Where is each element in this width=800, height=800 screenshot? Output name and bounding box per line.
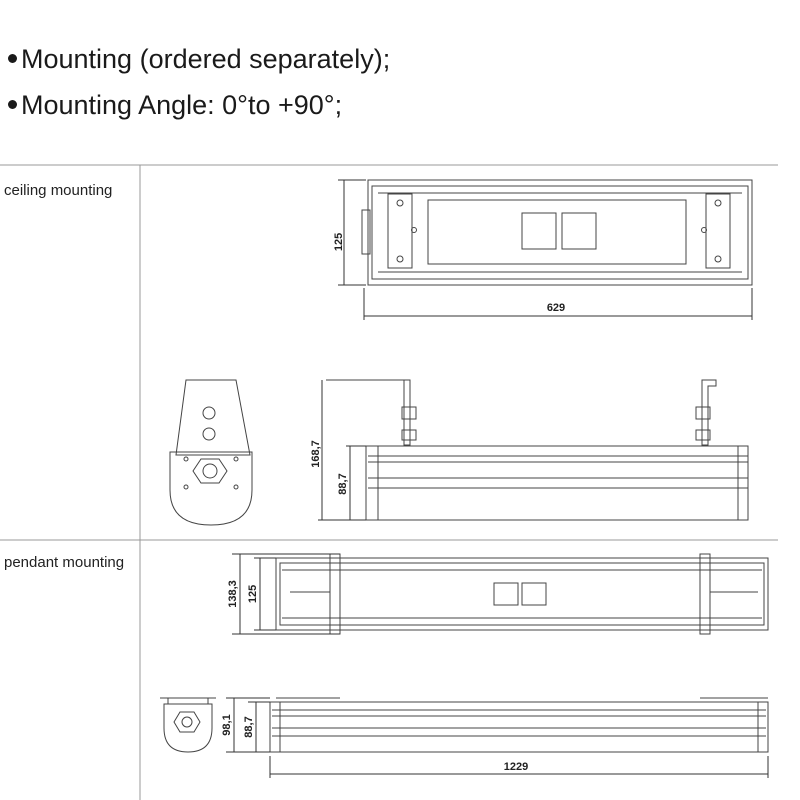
feature-text: Mounting (ordered separately); bbox=[21, 44, 391, 74]
dimension-label: 125 bbox=[333, 233, 345, 251]
dimension-label: 629 bbox=[547, 302, 565, 314]
pendant-top-dimensions bbox=[232, 553, 340, 635]
pendant-side-view bbox=[269, 697, 769, 753]
dimension-label: 1229 bbox=[504, 761, 528, 773]
ceiling-side-dimensions bbox=[318, 380, 366, 521]
feature-item: Mounting (ordered separately); bbox=[8, 36, 390, 82]
pendant-mounting-label: pendant mounting bbox=[4, 554, 125, 571]
feature-item: Mounting Angle: 0°to +90°; bbox=[8, 82, 390, 128]
feature-text: Mounting Angle: 0°to +90°; bbox=[21, 90, 343, 120]
bullet-icon bbox=[8, 100, 17, 110]
table-grid bbox=[0, 164, 778, 800]
dimension-label: 138,3 bbox=[227, 580, 239, 608]
ceiling-end-view bbox=[169, 379, 253, 526]
dimension-label: 88,7 bbox=[243, 716, 255, 737]
dimension-label: 98,1 bbox=[221, 714, 233, 735]
ceiling-top-view bbox=[361, 179, 753, 286]
pendant-side-dimensions bbox=[226, 697, 769, 778]
ceiling-mounting-label: ceiling mounting bbox=[4, 182, 113, 199]
pendant-top-view bbox=[275, 553, 769, 635]
feature-list: Mounting (ordered separately); Mounting … bbox=[8, 36, 390, 128]
ceiling-top-dimensions bbox=[338, 179, 753, 320]
ceiling-side-view bbox=[326, 379, 749, 521]
dimension-label: 125 bbox=[247, 585, 259, 603]
dimension-label: 168,7 bbox=[310, 440, 322, 468]
bullet-icon bbox=[8, 54, 17, 64]
dimension-label: 88,7 bbox=[337, 473, 349, 494]
pendant-end-view bbox=[160, 697, 216, 753]
